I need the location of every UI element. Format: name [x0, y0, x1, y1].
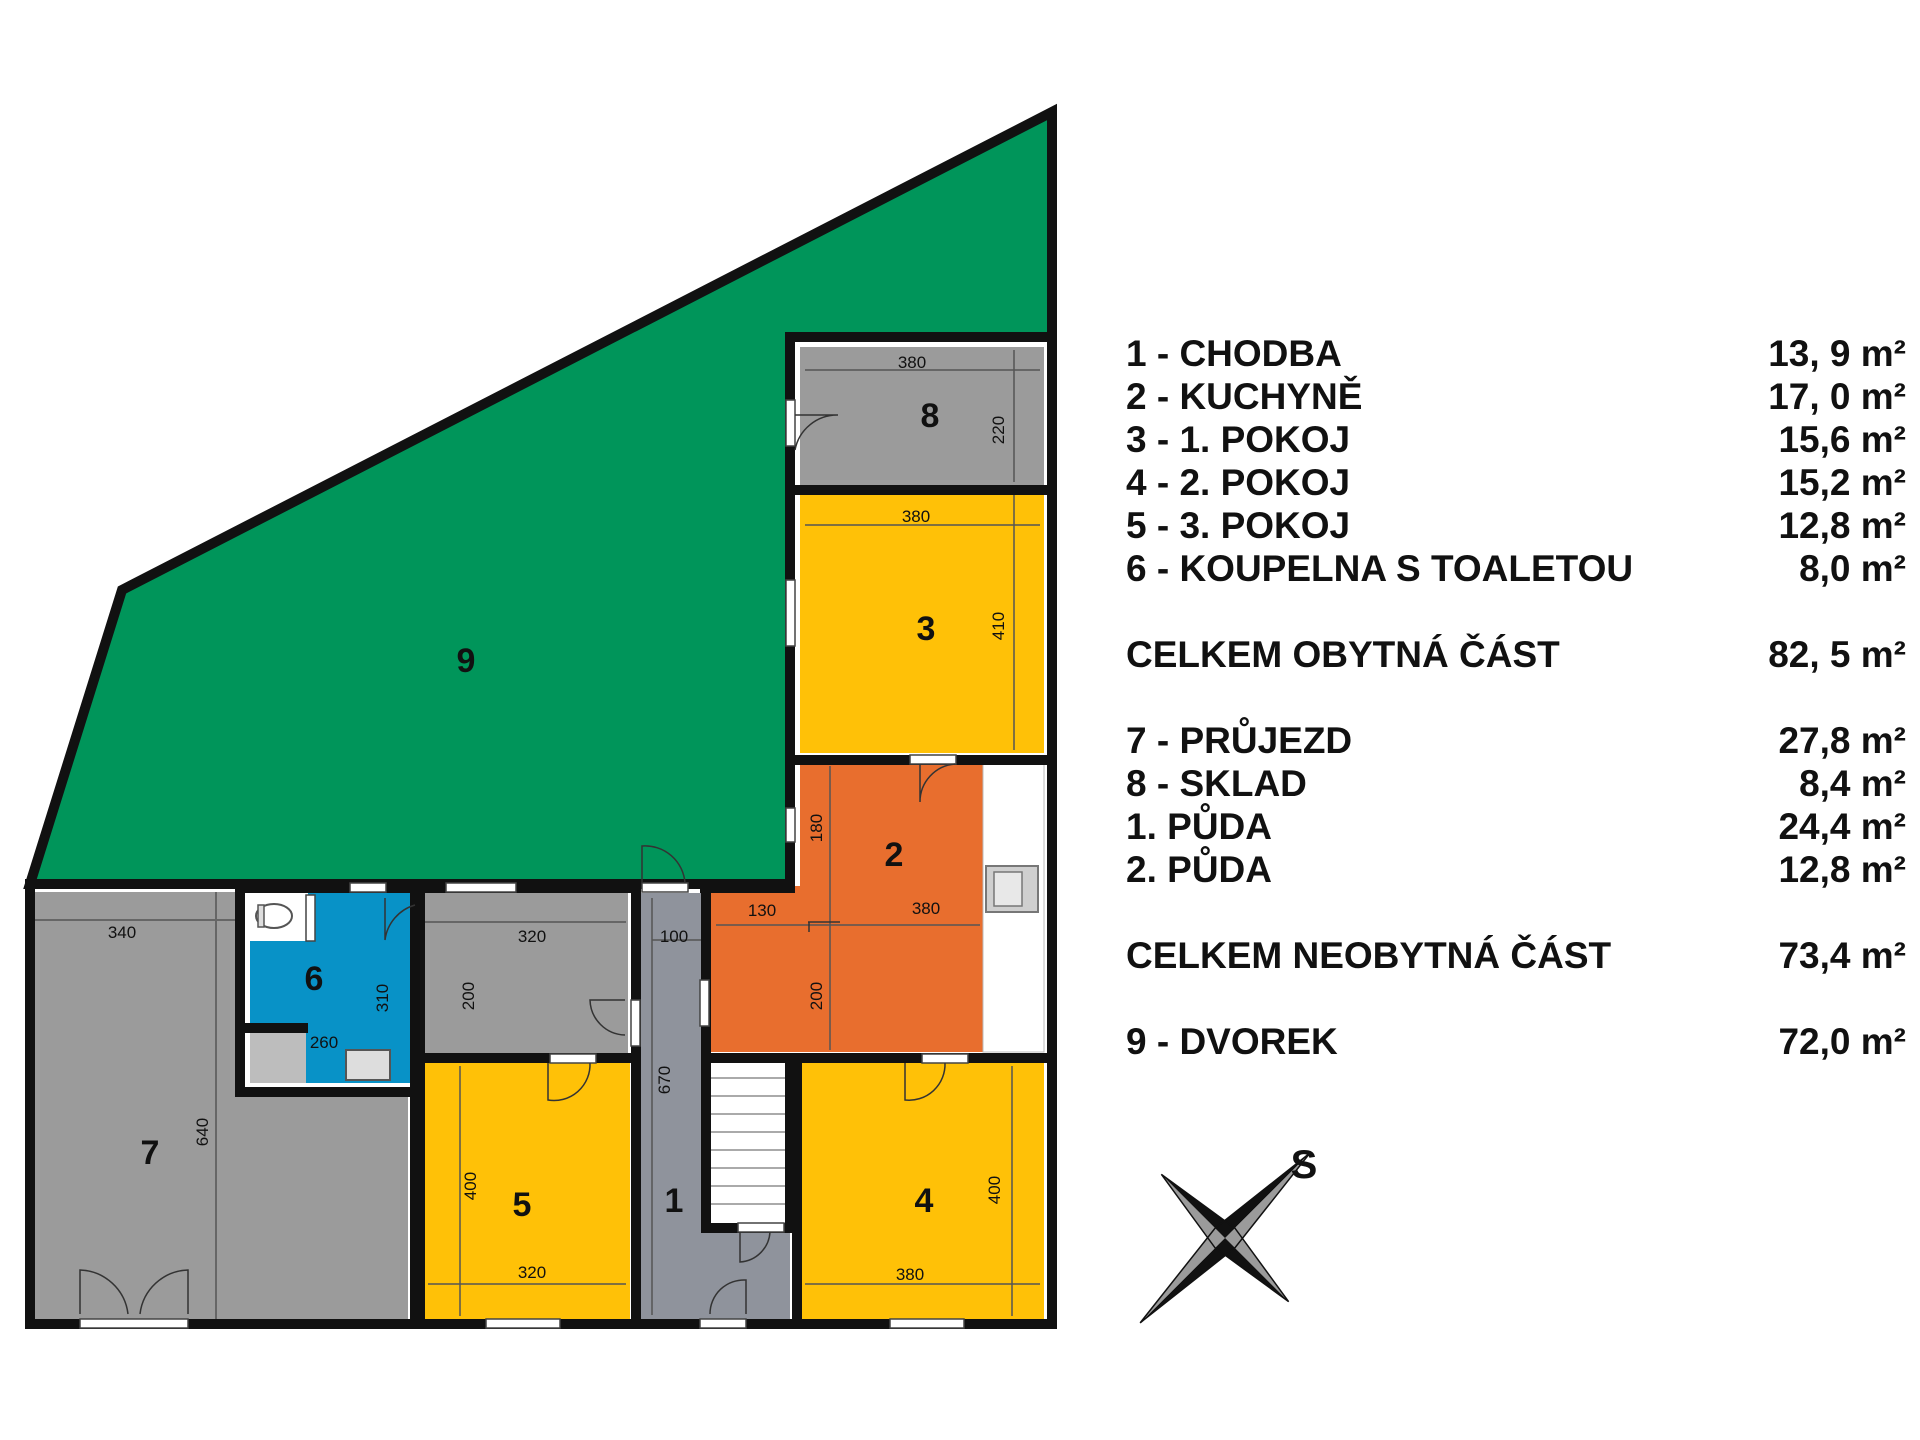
room-label-8: 8: [921, 397, 940, 435]
legend-room-area: 8,4 m²: [1799, 763, 1906, 804]
shower-tray: [250, 1030, 306, 1083]
legend-room-name: 8 - SKLAD: [1126, 763, 1307, 804]
legend-room-area: 15,2 m²: [1778, 462, 1906, 503]
windows: [79, 399, 969, 1329]
dim-r7-depth: 640: [193, 1118, 212, 1146]
door-swings: [79, 414, 956, 1315]
dim-r2-left: 130: [748, 901, 776, 920]
dim-r2-bottom: 200: [807, 982, 826, 1010]
legend-room-name: 4 - 2. POKOJ: [1126, 462, 1351, 503]
legend-room-name: 1 - CHODBA: [1126, 333, 1342, 374]
legend-row-5: 5 - 3. POKOJ 12,8 m²: [1126, 504, 1906, 547]
legend-row-6: 6 - KOUPELNA S TOALETOU 8,0 m²: [1126, 547, 1906, 590]
legend-room-name: 7 - PRŮJEZD: [1126, 720, 1353, 761]
dim-r2-top: 180: [807, 814, 826, 842]
bath-sink: [345, 1049, 391, 1081]
dim-r1-width: 100: [660, 927, 688, 946]
dim-r7-width: 340: [108, 923, 136, 942]
dim-r6-depth: 310: [373, 984, 392, 1012]
room-label-7: 7: [141, 1134, 160, 1172]
legend-room-area: 72,0 m²: [1778, 1021, 1906, 1062]
compass-point-north: [1215, 1153, 1310, 1238]
room-1-corridor: [640, 893, 790, 1319]
toilet-bowl: [255, 903, 293, 929]
room-label-3: 3: [917, 610, 936, 648]
legend-total-area: 82, 5 m²: [1768, 634, 1906, 675]
room-5-bedroom: [425, 1063, 630, 1319]
legend-room-name: 3 - 1. POKOJ: [1126, 419, 1351, 460]
legend-room-area: 12,8 m²: [1778, 505, 1906, 546]
room-label-6: 6: [305, 960, 324, 998]
legend-room-name: 1. PŮDA: [1126, 806, 1272, 847]
staircase: [710, 1060, 790, 1223]
legend-row-attic-1: 1. PŮDA 24,4 m²: [1126, 805, 1906, 848]
dim-grey-width: 320: [518, 927, 546, 946]
room-label-4: 4: [915, 1182, 934, 1220]
legend-row-1: 1 - CHODBA 13, 9 m²: [1126, 332, 1906, 375]
legend-room-name: 5 - 3. POKOJ: [1126, 505, 1351, 546]
legend-room-area: 24,4 m²: [1778, 806, 1906, 847]
room-3-bedroom: [800, 490, 1044, 753]
dim-r3-depth: 410: [989, 612, 1008, 640]
dim-r8-depth: 220: [989, 416, 1008, 444]
dim-r1-length: 670: [655, 1066, 674, 1094]
dim-r6-width: 260: [310, 1033, 338, 1052]
room-label-9: 9: [457, 642, 476, 680]
floor-plan: 9 8 3 2 6 7 5 1 4 380 220 380 410 180 13…: [23, 103, 1057, 1329]
legend-row-7: 7 - PRŮJEZD 27,8 m²: [1126, 719, 1906, 762]
area-legend: 1 - CHODBA 13, 9 m² 2 - KUCHYNĚ 17, 0 m² 3…: [1126, 332, 1906, 1063]
toilet-tank: [257, 904, 265, 928]
dim-r4-width: 380: [896, 1265, 924, 1284]
legend-room-area: 17, 0 m²: [1768, 376, 1906, 417]
legend-row-attic-2: 2. PŮDA 12,8 m²: [1126, 848, 1906, 891]
legend-row-9: 9 - DVOREK 72,0 m²: [1126, 1020, 1906, 1063]
legend-room-name: 2 - KUCHYNĚ: [1126, 376, 1363, 417]
legend-room-name: 6 - KOUPELNA S TOALETOU: [1126, 548, 1634, 589]
room-2-kitchen: [710, 763, 983, 1052]
legend-room-area: 13, 9 m²: [1768, 333, 1906, 374]
compass-point-east: [1225, 1228, 1289, 1302]
interior-lines: [424, 350, 1040, 1316]
dim-r5-width: 320: [518, 1263, 546, 1282]
legend-row-3: 3 - 1. POKOJ 15,6 m²: [1126, 418, 1906, 461]
room-4-bedroom: [802, 1063, 1044, 1319]
compass-point-west: [1161, 1174, 1225, 1248]
dim-r8-width: 380: [898, 353, 926, 372]
kitchen-sink-basin: [993, 871, 1023, 907]
legend-living-total: CELKEM OBYTNÁ ČÁST 82, 5 m²: [1126, 633, 1906, 676]
dim-r5-depth: 400: [461, 1172, 480, 1200]
legend-room-area: 15,6 m²: [1778, 419, 1906, 460]
legend-nonliving-total: CELKEM NEOBYTNÁ ČÁST 73,4 m²: [1126, 934, 1906, 977]
legend-row-8: 8 - SKLAD 8,4 m²: [1126, 762, 1906, 805]
legend-row-2: 2 - KUCHYNĚ 17, 0 m²: [1126, 375, 1906, 418]
legend-room-name: 9 - DVOREK: [1126, 1021, 1338, 1062]
legend-row-4: 4 - 2. POKOJ 15,2 m²: [1126, 461, 1906, 504]
dim-r2-width: 380: [912, 899, 940, 918]
room-label-2: 2: [885, 836, 904, 874]
stair-steps: [710, 1077, 790, 1205]
room-label-5: 5: [513, 1186, 532, 1224]
legend-room-area: 27,8 m²: [1778, 720, 1906, 761]
grey-room: [420, 893, 628, 1056]
dim-r4-depth: 400: [985, 1176, 1004, 1204]
legend-room-name: 2. PŮDA: [1126, 849, 1272, 890]
dim-grey-depth: 200: [459, 982, 478, 1010]
room-7-passage: [35, 892, 408, 1319]
compass-point-south: [1140, 1238, 1235, 1323]
dim-r3-width: 380: [902, 507, 930, 526]
legend-room-area: 8,0 m²: [1799, 548, 1906, 589]
legend-total-name: CELKEM OBYTNÁ ČÁST: [1126, 634, 1560, 675]
legend-total-area: 73,4 m²: [1778, 935, 1906, 976]
room-label-1: 1: [665, 1182, 684, 1220]
legend-total-name: CELKEM NEOBYTNÁ ČÁST: [1126, 935, 1612, 976]
compass-rose: S: [1139, 1143, 1318, 1324]
compass-label: S: [1291, 1143, 1318, 1187]
legend-room-area: 12,8 m²: [1778, 849, 1906, 890]
